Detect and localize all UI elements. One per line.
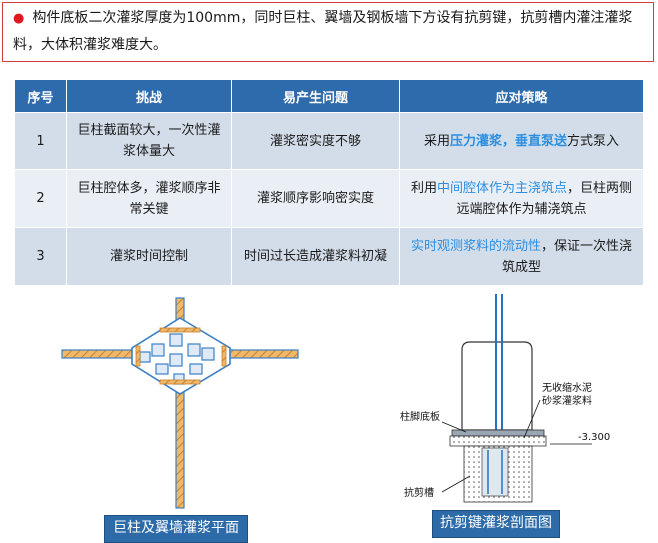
label-grout-line1: 无收缩水泥 [542,381,592,394]
strategy-text: 方式泵入 [567,133,620,149]
strategy-highlight: 压力灌浆，垂直泵送 [449,133,567,149]
table-header-row: 序号 挑战 易产生问题 应对策略 [14,79,644,113]
label-grout-line2: 砂浆灌浆料 [542,394,592,407]
bullet-icon: ● [13,11,25,26]
bottom-wing-wall [175,387,185,509]
column-cavities [139,333,215,385]
header-problem: 易产生问题 [231,79,400,113]
note-text: 构件底板二次灌浆厚度为100mm，同时巨柱、翼墙及钢板墙下方设有抗剪键，抗剪槽内… [13,10,633,53]
grout-layer [449,435,547,447]
header-no: 序号 [14,79,67,113]
cell-challenge: 巨柱腔体多，灌浆顺序非常关键 [66,169,232,228]
header-challenge: 挑战 [66,79,232,113]
note-box: ●构件底板二次灌浆厚度为100mm，同时巨柱、翼墙及钢板墙下方设有抗剪键，抗剪槽… [2,2,654,62]
column-wall-plan-figure [61,297,299,509]
shear-key-section-figure: 柱脚底板 无收缩水泥 砂浆灌浆料 -3.300 抗剪槽 [400,294,610,503]
cell-problem: 灌浆密实度不够 [231,112,400,170]
steel-plate [495,294,503,430]
table-row: 3 灌浆时间控制 时间过长造成灌浆料初凝 实时观测浆料的流动性，保证一次性浇筑成… [14,227,644,286]
grout-points [135,327,227,385]
header-strategy: 应对策略 [399,79,644,113]
cell-problem: 灌浆顺序影响密实度 [231,169,400,228]
label-base-plate: 柱脚底板 [400,410,440,423]
cell-challenge: 巨柱截面较大，一次性灌浆体量大 [66,112,232,170]
cell-no: 3 [14,227,67,286]
section-figure-caption: 抗剪键灌浆剖面图 [432,510,560,538]
shear-slot [463,445,533,503]
plan-figure-caption: 巨柱及翼墙灌浆平面 [104,515,248,543]
cell-challenge: 灌浆时间控制 [66,227,232,286]
table-row: 2 巨柱腔体多，灌浆顺序非常关键 灌浆顺序影响密实度 利用中间腔体作为主浇筑点，… [14,169,644,228]
cell-problem: 时间过长造成灌浆料初凝 [231,227,400,286]
cell-strategy: 采用压力灌浆，垂直泵送方式泵入 [399,112,644,170]
base-plate [451,429,545,437]
strategy-text: 利用 [410,180,437,196]
cell-no: 2 [14,169,67,228]
label-shear-slot: 抗剪槽 [404,486,434,499]
strategy-text: 采用 [423,133,450,149]
strategy-highlight: 实时观测浆料的流动性 [410,238,541,254]
strategy-highlight: 中间腔体作为主浇筑点 [436,180,567,196]
table-row: 1 巨柱截面较大，一次性灌浆体量大 灌浆密实度不够 采用压力灌浆，垂直泵送方式泵… [14,112,644,170]
cell-strategy: 实时观测浆料的流动性，保证一次性浇筑成型 [399,227,644,286]
strategy-text: ，巨柱两侧远端腔体作为辅浇筑点 [456,180,633,217]
label-elevation: -3.300 [578,432,610,443]
leader-lines [441,399,592,493]
strategy-table: 序号 挑战 易产生问题 应对策略 1 巨柱截面较大，一次性灌浆体量大 灌浆密实度… [14,79,644,286]
cell-strategy: 利用中间腔体作为主浇筑点，巨柱两侧远端腔体作为辅浇筑点 [399,169,644,228]
strategy-text: ，保证一次性浇筑成型 [501,238,633,275]
cell-no: 1 [14,112,67,170]
